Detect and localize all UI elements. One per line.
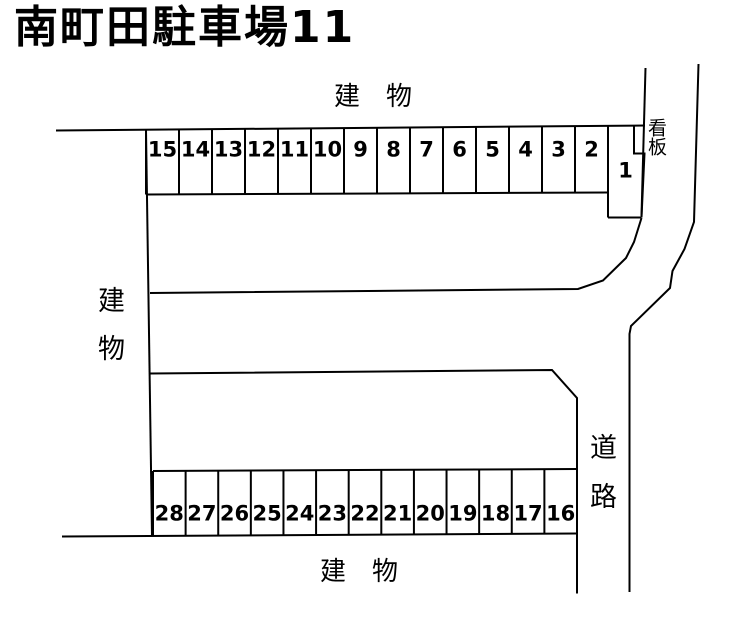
upper-aisle-line <box>149 217 643 294</box>
space-number-1: 1 <box>618 158 633 183</box>
left-boundary-line <box>145 129 153 537</box>
space-number-9: 9 <box>353 137 368 162</box>
space-number-25: 25 <box>252 501 282 526</box>
building-label-left: 建物 <box>93 286 124 382</box>
space-number-19: 19 <box>448 501 478 526</box>
space-number-18: 18 <box>480 501 511 526</box>
space-number-23: 23 <box>317 501 347 526</box>
signboard-label: 看板 <box>645 118 667 156</box>
space-number-15: 15 <box>147 137 178 162</box>
space-number-5: 5 <box>485 137 500 162</box>
space-number-28: 28 <box>154 501 184 526</box>
space-number-17: 17 <box>513 501 543 526</box>
top-boundary-line <box>55 124 646 132</box>
road-left-edge <box>640 67 647 217</box>
top-row-dividers <box>145 126 609 218</box>
space-number-3: 3 <box>551 137 566 162</box>
space-number-4: 4 <box>518 137 533 162</box>
space-number-12: 12 <box>246 137 277 162</box>
space-number-2: 2 <box>584 137 599 162</box>
road-label: 道路 <box>585 433 616 531</box>
space-number-8: 8 <box>386 137 401 162</box>
space-number-7: 7 <box>419 137 434 162</box>
space-number-22: 22 <box>350 501 380 526</box>
bottom-boundary-line <box>61 532 578 538</box>
space-number-11: 11 <box>279 137 310 162</box>
space-number-27: 27 <box>187 501 217 526</box>
space-number-6: 6 <box>452 137 467 162</box>
space-number-20: 20 <box>415 501 445 526</box>
space-number-13: 13 <box>213 137 244 162</box>
building-label-bottom: 建 物 <box>320 557 399 587</box>
space-number-24: 24 <box>285 501 315 526</box>
bottom-row-dividers <box>152 469 578 536</box>
signboard-box <box>633 126 646 155</box>
road-right-edge <box>628 63 700 592</box>
page-title: 南町田駐車場11 <box>14 2 356 53</box>
building-label-top: 建 物 <box>334 82 413 112</box>
space-number-14: 14 <box>180 137 211 162</box>
space-number-10: 10 <box>312 137 343 162</box>
space-number-26: 26 <box>219 501 250 526</box>
space-number-16: 16 <box>546 501 576 526</box>
space-number-21: 21 <box>382 501 413 526</box>
bottom-row-topline <box>152 468 578 472</box>
